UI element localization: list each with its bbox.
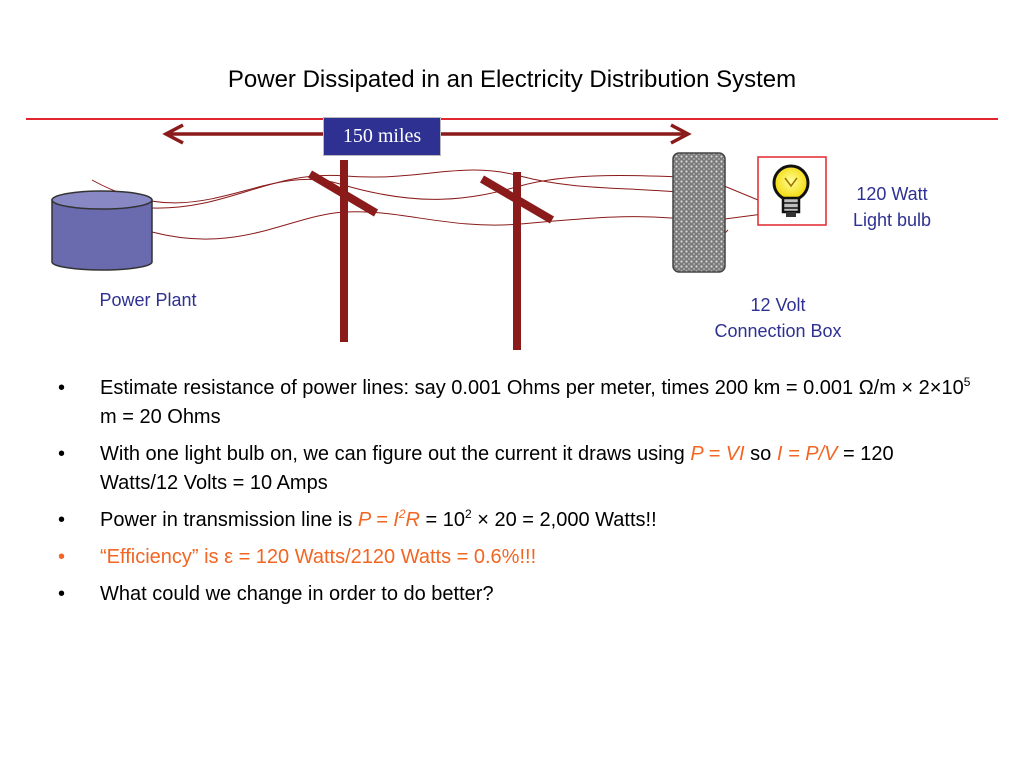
bullet-text: With one light bulb on, we can figure ou…	[100, 443, 691, 465]
power-plant-label: Power Plant	[99, 290, 197, 310]
equation-power: P = VI	[690, 443, 745, 465]
bullet-list: • Estimate resistance of power lines: sa…	[56, 374, 976, 617]
title-rule	[26, 118, 998, 120]
bullet-text: “Efficiency” is ε = 120 Watts/2120 Watts…	[100, 546, 537, 568]
bullet-marker: •	[58, 377, 66, 399]
equation-current: I = P/V	[776, 443, 838, 465]
power-plant-cylinder-icon	[51, 190, 153, 271]
equation-part: R	[405, 509, 420, 531]
bullet-question: • What could we change in order to do be…	[56, 580, 976, 609]
bullet-text: /m × 2×10	[873, 377, 964, 399]
distance-label: 150 miles	[323, 117, 441, 156]
bullet-text: × 20 = 2,000 Watts!!	[471, 509, 657, 531]
light-bulb-label-line2: Light bulb	[852, 210, 932, 230]
utility-pole-icon	[479, 172, 555, 350]
bullet-text: = 120 Watts/12 Volts = 10 Amps	[100, 443, 894, 494]
light-bulb-icon	[757, 156, 827, 226]
light-bulb-label: 120 Watt Light bulb	[836, 181, 948, 233]
bullet-marker: •	[58, 509, 66, 531]
bullet-marker: •	[58, 546, 66, 568]
connection-box-icon	[672, 152, 726, 273]
equation-exponent: 2	[398, 507, 406, 521]
utility-pole-icon	[307, 160, 379, 342]
bullet-line-power: • Power in transmission line is P = I2R …	[56, 506, 976, 535]
distribution-diagram	[51, 123, 827, 350]
connection-box-label-line1: 12 Volt	[750, 295, 806, 315]
exponent: 5	[963, 375, 971, 389]
connection-box-label-line2: Connection Box	[714, 321, 842, 341]
bullet-marker: •	[58, 583, 66, 605]
bullet-text: so	[744, 443, 777, 465]
omega-symbol: Ω	[858, 377, 874, 399]
bullet-resistance: • Estimate resistance of power lines: sa…	[56, 374, 976, 432]
bullet-text: What could we change in order to do bett…	[100, 583, 494, 605]
connection-box-label: 12 Volt Connection Box	[680, 292, 876, 344]
bullet-text: m = 20 Ohms	[100, 406, 221, 428]
slide-title: Power Dissipated in an Electricity Distr…	[227, 66, 797, 93]
bullet-text: Estimate resistance of power lines: say …	[100, 377, 859, 399]
bullet-marker: •	[58, 443, 66, 465]
exponent: 2	[465, 507, 472, 521]
equation-part: P = I	[357, 509, 399, 531]
bullet-current: • With one light bulb on, we can figure …	[56, 440, 976, 498]
bullet-text: Power in transmission line is	[100, 509, 358, 531]
bullet-efficiency: • “Efficiency” is ε = 120 Watts/2120 Wat…	[56, 543, 976, 572]
bullet-text: = 10	[419, 509, 466, 531]
light-bulb-label-line1: 120 Watt	[856, 184, 928, 204]
